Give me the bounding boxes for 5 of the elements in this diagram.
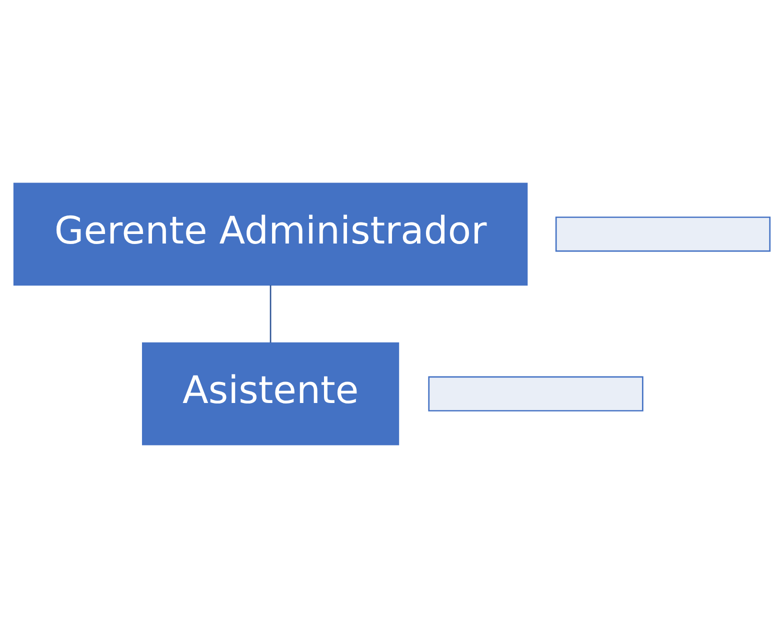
node-box (555, 216, 771, 252)
node-box: Asistente (142, 342, 400, 446)
node-box (428, 376, 644, 412)
connector (270, 285, 272, 343)
node-box: Gerente Administrador (13, 182, 528, 286)
